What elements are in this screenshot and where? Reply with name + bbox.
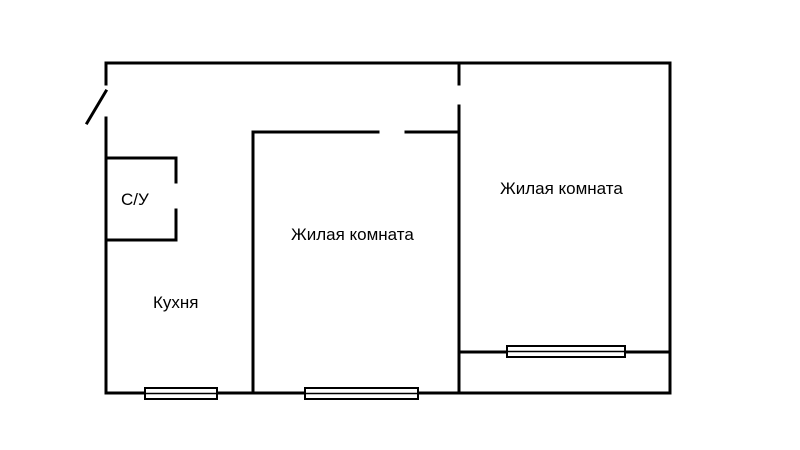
label-bathroom: С/У xyxy=(121,190,149,209)
interior-walls xyxy=(251,61,672,395)
label-living-room-center: Жилая комната xyxy=(291,225,414,244)
label-living-room-right: Жилая комната xyxy=(500,179,623,198)
window-kitchen xyxy=(144,387,218,400)
entrance-door xyxy=(84,88,109,126)
window-living-center xyxy=(304,387,419,400)
bathroom-walls xyxy=(104,156,178,242)
label-kitchen: Кухня xyxy=(153,293,199,312)
window-living-right xyxy=(506,345,626,358)
